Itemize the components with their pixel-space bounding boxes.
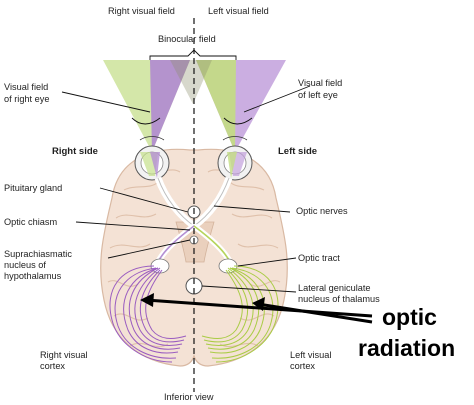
optic-radiation-arrows [140,293,373,324]
label-optic-chiasm: Optic chiasm [4,217,57,227]
label-visual-field-left-eye-2: of left eye [298,90,338,100]
label-optic-radiation-1: optic [382,304,437,330]
label-visual-field-right-eye-1: Visual field [4,82,48,92]
label-suprachiasmatic-1: Suprachiasmatic [4,249,72,259]
label-right-visual-cortex-2: cortex [40,361,65,371]
label-optic-radiation-2: radiation [358,335,455,361]
label-optic-nerves: Optic nerves [296,206,348,216]
right-eye-field-purple [150,60,190,152]
label-left-side: Left side [278,146,317,157]
label-left-visual-cortex-1: Left visual [290,350,331,360]
label-pituitary-gland: Pituitary gland [4,183,62,193]
left-eye-field-green [196,60,236,152]
label-optic-tract: Optic tract [298,253,340,263]
label-right-visual-field: Right visual field [108,6,175,16]
label-inferior-view: Inferior view [164,392,214,402]
optic-radiation-right [109,265,187,363]
label-binocular-field: Binocular field [158,34,216,44]
optic-radiation-left [201,265,279,363]
labels: Right visual field Left visual field Bin… [4,6,455,402]
label-left-visual-cortex-2: cortex [290,361,315,371]
label-right-visual-cortex-1: Right visual [40,350,88,360]
label-lgn-1: Lateral geniculate [298,283,371,293]
leader-lines [61,85,311,293]
label-suprachiasmatic-3: hypothalamus [4,271,62,281]
label-right-side: Right side [52,146,98,157]
label-left-visual-field: Left visual field [208,6,269,16]
label-suprachiasmatic-2: nucleus of [4,260,46,270]
label-visual-field-left-eye-1: Visual field [298,78,342,88]
label-visual-field-right-eye-2: of right eye [4,94,49,104]
binocular-bracket [149,49,237,60]
binocular-overlap [170,60,212,104]
visual-field-cones [103,60,286,152]
eyes [134,136,253,181]
label-lgn-2: nucleus of thalamus [298,294,380,304]
